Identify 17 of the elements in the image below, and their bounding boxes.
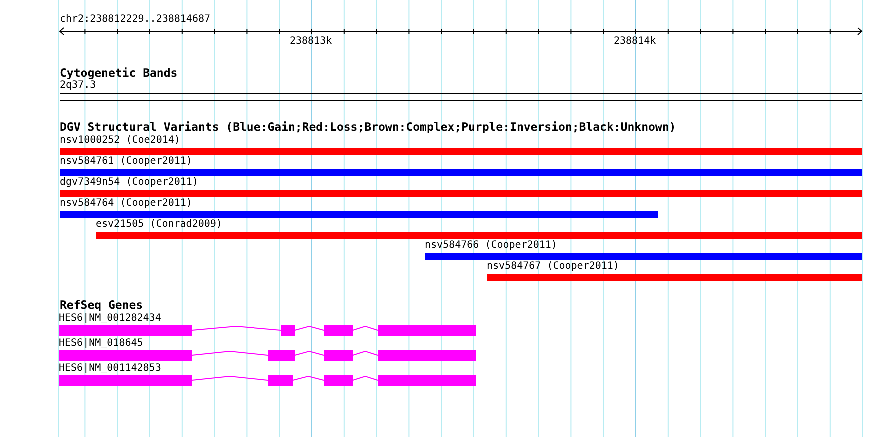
feature-label: nsv584764 (Cooper2011) xyxy=(60,198,194,209)
feature-label: HES6|NM_018645 xyxy=(59,338,144,349)
feature-label: esv21505 (Conrad2009) xyxy=(96,219,224,230)
feature-label: nsv584761 (Cooper2011) xyxy=(60,156,194,167)
track-heading: Cytogenetic Bands xyxy=(60,68,178,79)
feature-label: nsv584766 (Cooper2011) xyxy=(425,240,558,251)
track-heading: RefSeq Genes xyxy=(60,300,144,311)
feature-label: HES6|NM_001282434 xyxy=(59,313,162,324)
axis-tick-label: 238814k xyxy=(614,36,656,47)
feature-label: dgv7349n54 (Cooper2011) xyxy=(60,177,200,188)
feature-label: nsv584767 (Cooper2011) xyxy=(487,261,620,272)
axis-tick-label: 238813k xyxy=(290,36,332,47)
region-coordinates: chr2:238812229..238814687 xyxy=(60,14,211,25)
band-label: 2q37.3 xyxy=(60,80,96,91)
feature-label: HES6|NM_001142853 xyxy=(59,363,162,374)
feature-label: nsv1000252 (Coe2014) xyxy=(60,135,182,146)
track-heading: DGV Structural Variants (Blue:Gain;Red:Loss;Brown:Complex;Purple:Inversion;Black:Unknown) xyxy=(60,122,676,133)
